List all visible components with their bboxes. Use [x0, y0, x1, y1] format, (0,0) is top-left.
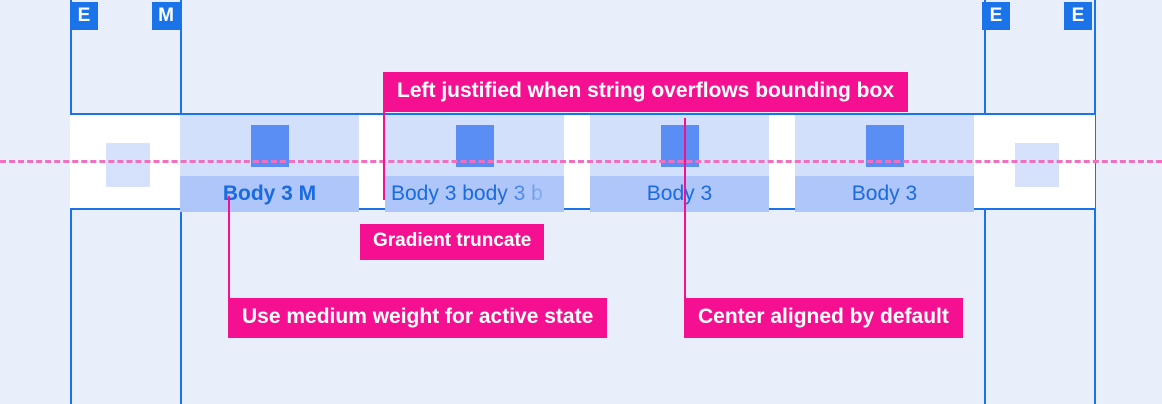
end-spacer-square-left — [106, 143, 150, 187]
tab-cell-4[interactable]: Body 3 — [795, 115, 974, 212]
tab-cell-label-4: Body 3 — [795, 176, 974, 212]
tab-cell-1[interactable]: Body 3 M — [180, 115, 359, 212]
leader-line-medium-weight — [228, 196, 230, 298]
tab-cell-3[interactable]: Body 3 — [590, 115, 769, 212]
annotation-gradient-truncate: Gradient truncate — [360, 224, 545, 260]
tab-cell-row: Body 3 M Body 3 body 3 b Body 3 Body 3 — [180, 115, 974, 212]
annotation-center-aligned: Center aligned by default — [684, 298, 963, 338]
tab-cell-label-2: Body 3 body 3 b — [385, 176, 564, 212]
tab-cell-label-1: Body 3 M — [180, 176, 359, 212]
leader-line-center-aligned — [684, 118, 686, 298]
component-panel: Body 3 M Body 3 body 3 b Body 3 Body 3 — [70, 113, 1095, 212]
vertical-guide-line-4 — [1094, 0, 1096, 404]
end-spacer-square-right — [1015, 143, 1059, 187]
spacing-badge-e-3: E — [1064, 2, 1092, 30]
tab-cell-2[interactable]: Body 3 body 3 b — [385, 115, 564, 212]
leader-line-left-justified — [383, 72, 385, 200]
tab-cell-label-3: Body 3 — [590, 176, 769, 212]
spacing-badge-m: M — [152, 2, 180, 30]
annotation-medium-weight: Use medium weight for active state — [228, 298, 608, 338]
annotation-left-justified: Left justified when string overflows bou… — [383, 72, 908, 112]
spacing-badge-e-1: E — [70, 2, 98, 30]
spacing-badge-e-2: E — [982, 2, 1010, 30]
baseline-guide — [0, 160, 1162, 163]
